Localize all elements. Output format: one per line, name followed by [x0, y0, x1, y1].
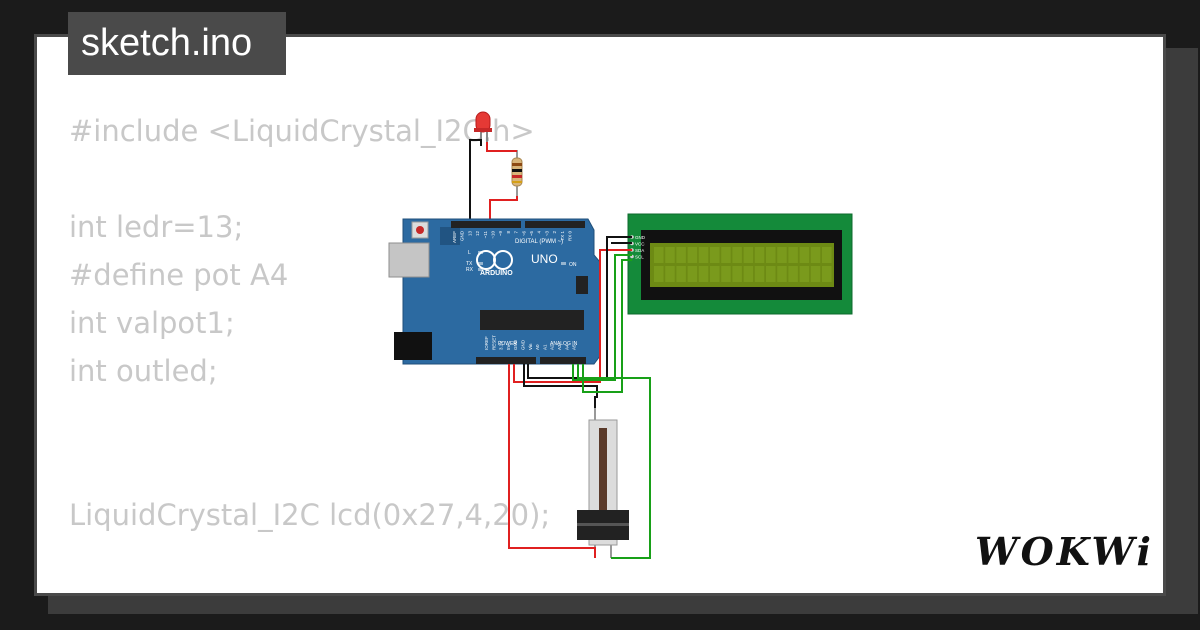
code-line: int valpot1;: [69, 306, 235, 340]
lcd-char-cell: [799, 266, 810, 282]
lcd-char-cell: [654, 247, 664, 263]
lcd-char-cell: [732, 247, 742, 263]
pin-label: 8: [506, 231, 511, 234]
lcd-char-cell: [721, 247, 731, 263]
icsp-header: [576, 276, 588, 294]
led-rx-label: RX: [466, 267, 474, 273]
pin-label: ~9: [498, 231, 503, 237]
pin-label: 12: [475, 231, 480, 237]
pin-label: A3: [557, 344, 562, 350]
pin-label: Vin: [528, 343, 533, 350]
pin-label: ~10: [491, 231, 496, 239]
file-tab[interactable]: sketch.ino: [68, 12, 286, 75]
pin-label: A2: [550, 344, 555, 350]
pin-label: A1: [542, 344, 547, 350]
power-jack: [394, 332, 432, 360]
pin-label: ~3: [544, 231, 549, 237]
lcd-char-cell: [676, 266, 686, 282]
digital-header-right: [525, 221, 585, 228]
digital-header-left: [451, 221, 521, 228]
pin-label: A4: [564, 344, 569, 350]
lcd-char-cell: [665, 266, 675, 282]
lcd-char-cell: [698, 266, 709, 282]
code-line: int ledr=13;: [69, 210, 244, 244]
pin-label: 4: [537, 231, 542, 234]
lcd-char-cell: [777, 247, 787, 263]
pin-label: TX 1: [560, 231, 565, 241]
lcd-pin-label: VCC: [635, 242, 645, 247]
pin-label: ~5: [529, 231, 534, 237]
red-led[interactable]: [474, 111, 492, 146]
led-on-label: ON: [569, 262, 577, 268]
slide-potentiometer[interactable]: [577, 408, 629, 558]
lcd-char-cell: [766, 266, 776, 282]
led-l-label: L: [468, 250, 471, 256]
pin-label: 2: [552, 231, 557, 234]
lcd-char-cell: [743, 266, 754, 282]
code-line: LiquidCrystal_I2C lcd(0x27,4,20);: [69, 498, 551, 532]
pin-label: 5V: [506, 344, 511, 350]
lcd-pin-label: SCL: [635, 255, 644, 260]
lcd-char-cell: [766, 247, 776, 263]
lcd-pin-label: GND: [635, 235, 646, 240]
lcd-char-cell: [799, 247, 810, 263]
digital-header-label: DIGITAL (PWM ~): [515, 239, 563, 245]
arduino-uno-board[interactable]: UNO ARDUINO DIGITAL (PWM ~) POWER ANALOG…: [388, 218, 601, 365]
code-line: int outled;: [69, 354, 218, 388]
lcd-char-cell: [822, 266, 832, 282]
board-brand-label: ARDUINO: [480, 270, 513, 277]
lcd-char-cell: [721, 266, 731, 282]
lcd-char-cell: [754, 247, 765, 263]
pin-label: A5: [572, 344, 577, 350]
analog-header-label: ANALOG IN: [550, 341, 578, 347]
board-model-label: UNO: [531, 252, 558, 266]
pin-label: AREF: [452, 231, 457, 243]
power-header-label: POWER: [498, 341, 517, 347]
analog-header: [540, 357, 586, 364]
lcd-char-cell: [676, 247, 686, 263]
resistor[interactable]: [511, 150, 523, 196]
pin-label: ~11: [483, 231, 488, 239]
pin-label: IOREF: [484, 336, 489, 350]
pin-label: 13: [467, 231, 472, 237]
lcd-char-cell: [687, 266, 698, 282]
lcd-char-cell: [698, 247, 709, 263]
code-line: #define pot A4: [69, 258, 289, 292]
lcd-char-cell: [788, 266, 798, 282]
pin-label: ~6: [521, 231, 526, 237]
led-tx-label: TX: [466, 261, 473, 267]
pin-label: GND: [513, 339, 518, 350]
lcd-char-cell: [822, 247, 832, 263]
power-header: [476, 357, 536, 364]
pin-label: RX 0: [568, 231, 573, 242]
lcd-char-cell: [777, 266, 787, 282]
pin-label: GND: [460, 230, 465, 241]
pin-label: A0: [535, 344, 540, 350]
lcd-char-cell: [665, 247, 675, 263]
lcd-char-cell: [788, 247, 798, 263]
lcd-char-cell: [732, 266, 742, 282]
lcd-pin-label: SDA: [635, 248, 644, 253]
usb-port: [388, 242, 430, 278]
pin-label: RESET: [491, 335, 496, 350]
reset-button-icon: [416, 226, 424, 234]
lcd-char-cell: [810, 247, 821, 263]
lcd-char-cell: [654, 266, 664, 282]
wires-main: [508, 236, 651, 559]
lcd-char-cell: [754, 266, 765, 282]
pin-label: GND: [521, 339, 526, 350]
pin-label: 7: [514, 231, 519, 234]
lcd-char-cell: [710, 266, 720, 282]
lcd-char-cell: [710, 247, 720, 263]
lcd-char-cell: [810, 266, 821, 282]
pin-label: 3.3V: [499, 341, 504, 350]
lcd-char-cell: [687, 247, 698, 263]
microcontroller-chip: [480, 310, 584, 330]
lcd-char-cell: [743, 247, 754, 263]
wires-led: [465, 139, 518, 226]
wokwi-logo: WOKWi: [975, 529, 1154, 574]
